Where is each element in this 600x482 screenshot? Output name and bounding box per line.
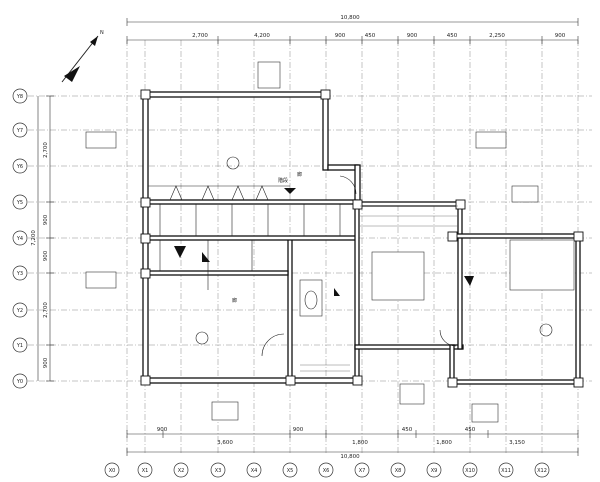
grid-bubble-x12: X12 bbox=[537, 468, 547, 474]
grid-bubble-y7: Y7 bbox=[16, 128, 23, 134]
grid-bubble-y8: Y8 bbox=[16, 94, 23, 100]
grid-bubble-x9: X9 bbox=[431, 468, 438, 474]
grid-bubble-x11: X11 bbox=[501, 468, 511, 474]
structural-columns bbox=[140, 89, 584, 388]
interior-fixtures: 廊 廊 bbox=[159, 156, 575, 372]
grid-bubble-x2: X2 bbox=[178, 468, 185, 474]
grid-bubble-y0: Y0 bbox=[16, 379, 23, 385]
bottom-dim-1: 900 bbox=[157, 427, 168, 433]
grid-bubble-x6: X6 bbox=[323, 468, 330, 474]
left-dimensions: 2,700 900 900 2,700 900 7,200 bbox=[31, 95, 54, 382]
top-dimensions: 10,800 2,700 4,200 900 450 900 450 2,250… bbox=[126, 15, 579, 44]
left-dim-1: 2,700 bbox=[43, 142, 49, 158]
row-grid-bubbles: Y8 Y7 Y6 Y5 Y4 Y3 Y2 Y1 Y0 bbox=[12, 88, 28, 389]
bottom-dim-6: 1,800 bbox=[436, 440, 452, 446]
bottom-dim-3: 900 bbox=[293, 427, 304, 433]
room-label-hall-lower: 廊 bbox=[232, 297, 237, 304]
grid-bubble-y2: Y2 bbox=[16, 308, 23, 314]
grid-bubble-x1: X1 bbox=[142, 468, 149, 474]
top-dim-1: 2,700 bbox=[192, 33, 208, 39]
grid-bubble-y4: Y4 bbox=[16, 236, 23, 242]
room-label-hall-upper: 廊 bbox=[297, 171, 302, 178]
top-dim-2: 4,200 bbox=[254, 33, 270, 39]
bottom-dim-8: 3,150 bbox=[509, 440, 525, 446]
bottom-dim-5: 450 bbox=[402, 427, 413, 433]
north-label: N bbox=[100, 30, 104, 36]
grid-bubble-y5: Y5 bbox=[16, 200, 23, 206]
grid-bubble-x8: X8 bbox=[395, 468, 402, 474]
grid-bubble-x0: X0 bbox=[109, 468, 116, 474]
left-dim-2: 900 bbox=[43, 214, 49, 225]
top-dim-7: 2,250 bbox=[489, 33, 505, 39]
bottom-dim-4: 1,800 bbox=[352, 440, 368, 446]
bottom-dim-2: 3,600 bbox=[217, 440, 233, 446]
left-dim-3: 900 bbox=[43, 250, 49, 261]
top-dim-4: 450 bbox=[365, 33, 376, 39]
grid-bubble-y1: Y1 bbox=[16, 343, 23, 349]
top-dim-5: 900 bbox=[407, 33, 418, 39]
grid-bubble-x3: X3 bbox=[215, 468, 222, 474]
grid-bubble-y3: Y3 bbox=[16, 271, 23, 277]
stair-zigzag: 階段 bbox=[148, 177, 296, 201]
left-dim-5: 900 bbox=[43, 357, 49, 368]
annotation-boxes bbox=[85, 61, 539, 423]
bottom-dimensions: 900 3,600 900 1,800 450 1,800 450 3,150 … bbox=[126, 427, 579, 460]
building-walls bbox=[142, 91, 581, 385]
bottom-overall-dim: 10,800 bbox=[340, 454, 360, 460]
bottom-dim-7: 450 bbox=[465, 427, 476, 433]
left-dim-4: 2,700 bbox=[43, 302, 49, 318]
grid-bubble-x4: X4 bbox=[251, 468, 258, 474]
top-dim-8: 900 bbox=[555, 33, 566, 39]
top-overall-dim: 10,800 bbox=[340, 15, 360, 21]
north-arrow-icon: N bbox=[61, 30, 104, 83]
top-dim-6: 450 bbox=[447, 33, 458, 39]
top-dim-3: 900 bbox=[335, 33, 346, 39]
grid-bubble-x10: X10 bbox=[465, 468, 475, 474]
grid-bubble-x7: X7 bbox=[359, 468, 366, 474]
room-label-stair: 階段 bbox=[278, 177, 288, 184]
left-overall-dim: 7,200 bbox=[31, 230, 37, 246]
grid-bubble-y6: Y6 bbox=[16, 164, 23, 170]
grid-bubble-x5: X5 bbox=[287, 468, 294, 474]
column-grid-bubbles: X0 X1 X2 X3 X4 X5 X6 X7 X8 X9 X10 X11 X1… bbox=[104, 462, 550, 478]
